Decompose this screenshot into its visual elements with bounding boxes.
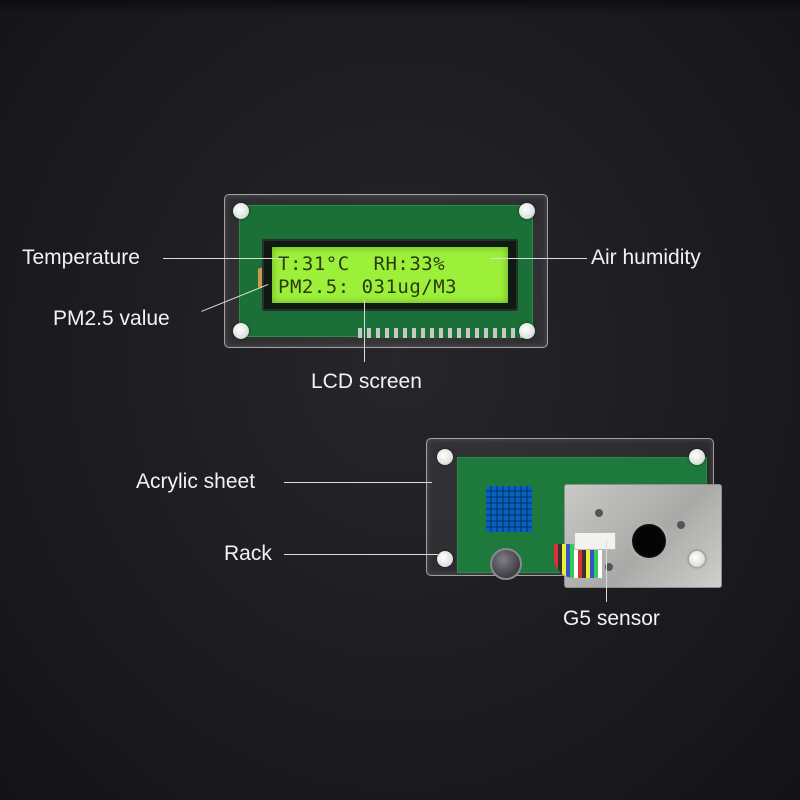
label-lcd-screen: LCD screen: [311, 370, 422, 393]
cable-connector: [574, 532, 616, 550]
lcd-bezel: T:31°C RH:33% PM2.5: 031ug/M3: [262, 239, 518, 311]
lcd-module: T:31°C RH:33% PM2.5: 031ug/M3: [224, 194, 548, 348]
standoff-bottom-right: [689, 551, 705, 567]
leader-air-humidity: [490, 258, 587, 259]
standoff-bottom-left: [437, 551, 453, 567]
lcd-screen-display: T:31°C RH:33% PM2.5: 031ug/M3: [272, 247, 508, 303]
humidity-sensor: [486, 486, 532, 532]
header-pins: [358, 328, 528, 338]
label-acrylic-sheet: Acrylic sheet: [136, 470, 256, 493]
g5-vent: [677, 521, 685, 529]
top-edge-shadow: [0, 0, 800, 14]
leader-lcd-screen: [364, 300, 365, 362]
lcd-pcb: T:31°C RH:33% PM2.5: 031ug/M3: [239, 205, 533, 338]
g5-vent: [605, 563, 613, 571]
label-g5-sensor: G5 sensor: [563, 607, 660, 630]
label-air-humidity: Air humidity: [591, 246, 701, 269]
g5-air-inlet: [629, 521, 669, 561]
label-pm25-value: PM2.5 value: [53, 307, 170, 330]
standoff-top-left: [437, 449, 453, 465]
leader-g5-sensor: [606, 540, 607, 602]
label-rack: Rack: [224, 542, 272, 565]
sensor-pcb: [457, 457, 722, 588]
leader-temperature: [163, 258, 283, 259]
label-temperature: Temperature: [22, 246, 140, 269]
g5-vent: [595, 509, 603, 517]
lcd-line-1: T:31°C RH:33%: [278, 253, 446, 275]
capacitor: [490, 548, 522, 580]
sensor-module: [426, 438, 722, 588]
leader-rack: [284, 554, 438, 555]
standoff-top-left: [233, 203, 249, 219]
standoff-top-right: [519, 203, 535, 219]
standoff-bottom-left: [233, 323, 249, 339]
standoff-bottom-right: [519, 323, 535, 339]
lcd-line-2: PM2.5: 031ug/M3: [278, 276, 458, 298]
leader-acrylic-sheet: [284, 482, 432, 483]
standoff-top-right: [689, 449, 705, 465]
